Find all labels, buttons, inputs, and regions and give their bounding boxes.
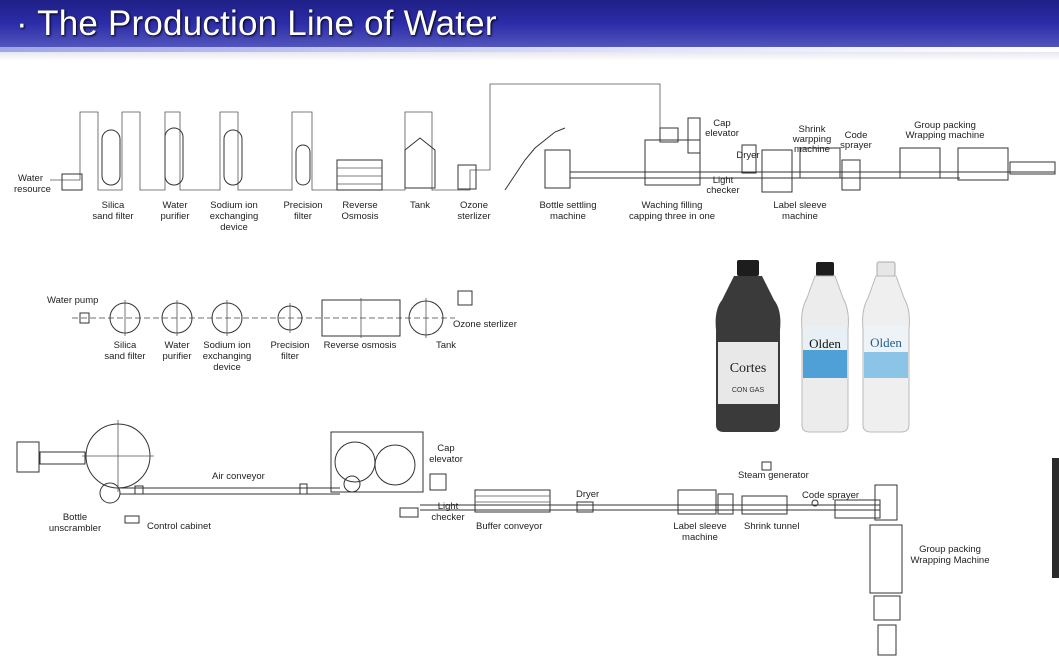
lbl-bot-code: Code sprayer <box>802 490 859 501</box>
sodium-shape <box>223 129 243 186</box>
lbl-mid-ozone: Ozone sterlizer <box>453 319 517 330</box>
top-row-equipment <box>50 83 1056 193</box>
pump-shape <box>79 312 90 324</box>
lbl-bot-dryer: Dryer <box>576 489 599 500</box>
lbl-mid-tank: Tank <box>436 340 456 351</box>
settling-body <box>544 149 571 189</box>
lbl-top-tank: Tank <box>410 200 430 211</box>
scroll-edge <box>1052 458 1059 578</box>
ro-shape <box>336 159 383 191</box>
bottle-cortes: Cortes CON GAS <box>715 260 781 432</box>
bottle-olden-1: Olden <box>801 262 849 433</box>
middle-row-equipment <box>72 290 473 338</box>
lbl-mid-pump: Water pump <box>47 295 98 306</box>
settling-shape <box>504 127 566 191</box>
bottle-2-brand: Olden <box>809 336 841 351</box>
bottle-photo: Cortes CON GAS Olden Olden <box>715 260 910 433</box>
lbl-mid-ro: Reverse osmosis <box>324 340 397 351</box>
tank-shape <box>404 137 436 189</box>
ozone-shape <box>457 164 477 190</box>
precision-shape <box>295 144 311 186</box>
lbl-bot-buffer: Buffer conveyor <box>476 521 542 532</box>
lbl-bot-steam: Steam generator <box>738 470 809 481</box>
banner-shadow <box>0 52 1059 60</box>
water-resource-tank <box>61 173 83 191</box>
steam-generator-shape <box>761 461 772 471</box>
lbl-bot-air: Air conveyor <box>212 471 265 482</box>
silica-filter-shape <box>101 129 121 186</box>
bottle-olden-2: Olden <box>862 261 910 433</box>
bottom-row-equipment <box>16 420 903 656</box>
page-title: · The Production Line of Water <box>16 4 497 43</box>
bottle-3-brand: Olden <box>870 335 902 350</box>
banner-strip <box>0 47 1059 52</box>
lbl-bot-control: Control cabinet <box>147 521 211 532</box>
bottle-1-brand: Cortes <box>730 361 767 376</box>
purifier-shape <box>164 127 184 186</box>
bottle-1-sub: CON GAS <box>732 387 765 394</box>
lbl-bot-shrink: Shrink tunnel <box>744 521 799 532</box>
filler-shape <box>644 139 701 186</box>
title-banner: · The Production Line of Water <box>0 0 1059 52</box>
lbl-top-dryer: Dryer <box>736 150 759 161</box>
